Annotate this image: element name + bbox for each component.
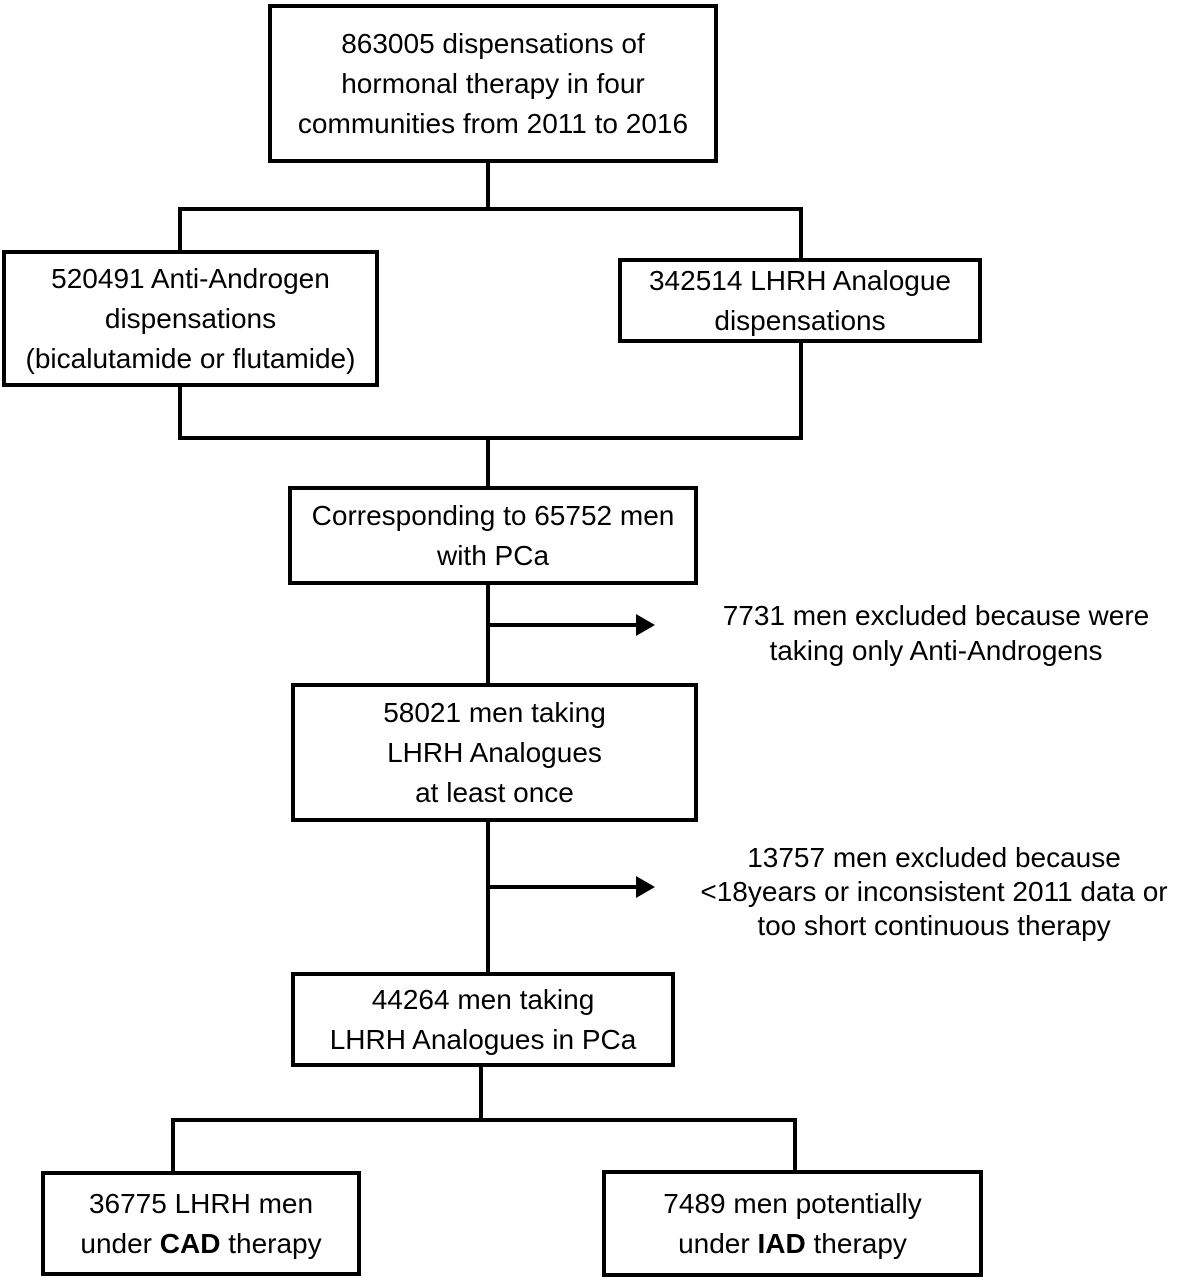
box-men-with-pca: Corresponding to 65752 men with PCa <box>288 486 698 585</box>
box-iad-line-2-post: therapy <box>805 1227 907 1259</box>
box-men-with-pca-line-2: with PCa <box>436 539 550 571</box>
box-cad-line-2-bold: CAD <box>159 1227 221 1259</box>
exclusion-2-line-3: too short continuous therapy <box>757 910 1111 941</box>
connector-lhrh-in <box>799 207 803 261</box>
box-iad-line-2-pre: under <box>678 1227 758 1259</box>
exclusion-note-anti-androgens: 7731 men excluded because were taking on… <box>690 598 1181 668</box>
box-cad-line-2-post: therapy <box>220 1227 322 1259</box>
exclusion-arrow-1-line <box>488 623 636 627</box>
exclusion-arrow-2-line <box>488 885 636 889</box>
box-lhrh-once-line-3: at least once <box>415 776 574 808</box>
exclusion-note-inconsistent-data: 13757 men excluded because <18years or i… <box>686 841 1181 943</box>
box-men-with-pca-line-1: Corresponding to 65752 men <box>311 499 675 531</box>
box-cad-therapy: 36775 LHRH men under CAD therapy <box>41 1171 361 1276</box>
box-total-line-1: 863005 dispensations of <box>341 27 645 59</box>
box-lhrh-in-pca: 44264 men taking LHRH Analogues in PCa <box>291 972 675 1067</box>
connector-lhrh-once-to-lhrh-pca <box>486 820 490 974</box>
arrow-right-icon <box>636 614 655 636</box>
connector-iad-in <box>793 1118 797 1172</box>
box-lhrh-once-line-2: LHRH Analogues <box>387 736 602 768</box>
box-lhrh-once-line-1: 58021 men taking <box>383 696 606 728</box>
box-iad-therapy: 7489 men potentially under IAD therapy <box>602 1170 983 1277</box>
box-total-line-2: hormonal therapy in four <box>341 67 645 99</box>
arrow-right-icon <box>636 876 655 898</box>
box-iad-line-2-bold: IAD <box>757 1227 806 1259</box>
box-anti-androgen-line-2: dispensations <box>104 302 277 334</box>
connector-total-drop <box>486 161 490 211</box>
exclusion-2-line-2: <18years or inconsistent 2011 data or <box>700 876 1168 907</box>
box-lhrh-analogue-dispensations: 342514 LHRH Analogue dispensations <box>618 258 982 343</box>
box-lhrh-line-2: dispensations <box>714 304 886 336</box>
box-cad-line-2: under CAD therapy <box>80 1224 321 1264</box>
exclusion-1-line-2: taking only Anti-Androgens <box>769 635 1103 666</box>
box-lhrh-at-least-once: 58021 men taking LHRH Analogues at least… <box>291 683 698 822</box>
connector-merge-horizontal <box>178 436 803 440</box>
connector-pca-to-lhrh-once <box>486 583 490 685</box>
connector-merge-drop <box>486 436 490 488</box>
connector-lhrh-pca-drop <box>479 1065 483 1122</box>
connector-cad-in <box>171 1118 175 1173</box>
box-lhrh-in-pca-line-1: 44264 men taking <box>371 983 595 1015</box>
box-cad-line-1: 36775 LHRH men <box>88 1187 314 1219</box>
box-cad-line-2-pre: under <box>80 1227 160 1259</box>
box-anti-androgen-dispensations: 520491 Anti-Androgen dispensations (bica… <box>2 250 379 387</box>
box-iad-line-2: under IAD therapy <box>678 1224 907 1264</box>
connector-bottom-split-horizontal <box>171 1118 797 1122</box>
box-total-line-3: communities from 2011 to 2016 <box>297 107 689 139</box>
connector-antiandrogen-out <box>178 385 182 440</box>
box-anti-androgen-line-3: (bicalutamide or flutamide) <box>25 342 356 374</box>
box-lhrh-in-pca-line-2: LHRH Analogues in PCa <box>329 1023 637 1055</box>
exclusion-2-line-1: 13757 men excluded because <box>747 842 1121 873</box>
box-anti-androgen-line-1: 520491 Anti-Androgen <box>51 262 330 294</box>
box-iad-line-1: 7489 men potentially <box>663 1187 922 1219</box>
connector-lhrh-out <box>799 341 803 440</box>
connector-antiandrogen-in <box>178 207 182 254</box>
box-total-dispensations: 863005 dispensations of hormonal therapy… <box>268 4 718 163</box>
connector-top-split-horizontal <box>178 207 803 211</box>
exclusion-1-line-1: 7731 men excluded because were <box>722 600 1150 631</box>
box-lhrh-line-1: 342514 LHRH Analogue <box>648 264 951 296</box>
